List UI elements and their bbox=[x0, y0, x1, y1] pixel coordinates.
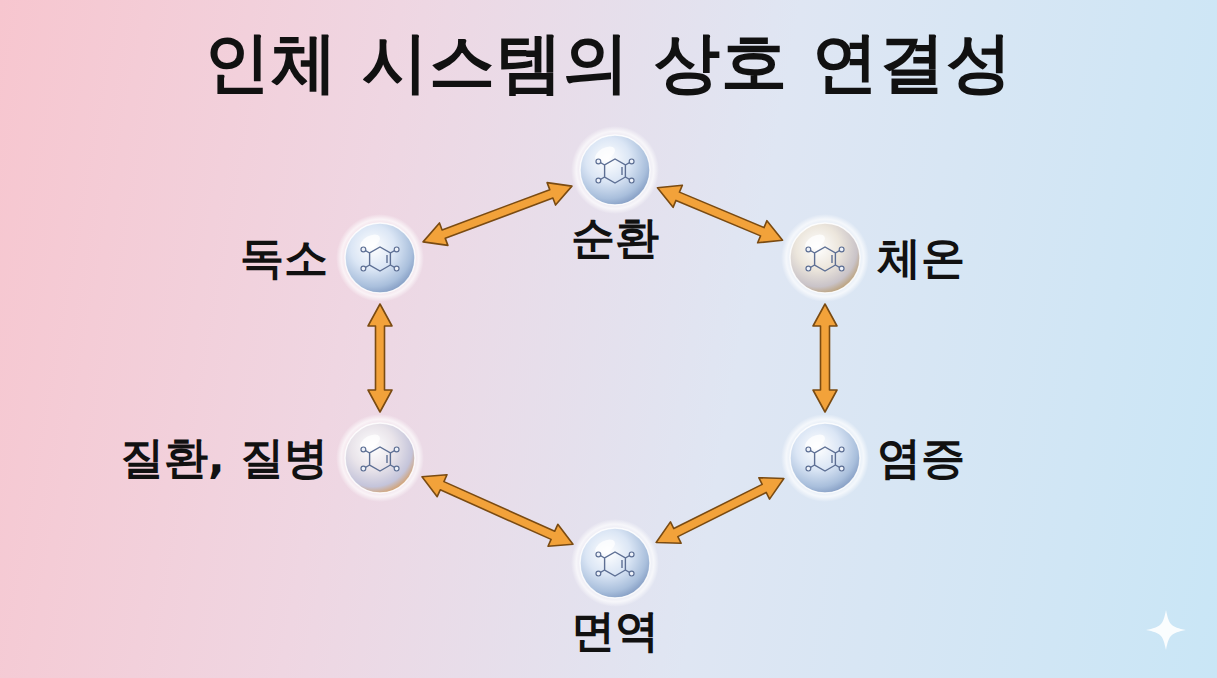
sphere-illustration bbox=[579, 134, 651, 206]
double-arrow bbox=[422, 475, 573, 546]
node-label: 질환, 질병 bbox=[120, 434, 328, 482]
node-label: 순환 bbox=[571, 214, 659, 262]
sphere-node: 염증 bbox=[789, 422, 861, 494]
sphere-node: 순환 bbox=[579, 134, 651, 206]
sphere-illustration bbox=[789, 422, 861, 494]
title-block: 인체 시스템의 상호 연결성 bbox=[0, 18, 1217, 108]
node-label: 염증 bbox=[877, 434, 965, 482]
diagram-title: 인체 시스템의 상호 연결성 bbox=[204, 18, 1013, 108]
node-label-wrap: 면역 bbox=[571, 607, 659, 655]
node-label: 면역 bbox=[571, 607, 659, 655]
node-label-wrap: 질환, 질병 bbox=[120, 434, 328, 482]
double-arrow bbox=[813, 304, 837, 412]
sphere-node: 질환, 질병 bbox=[344, 422, 416, 494]
sphere-node: 체온 bbox=[789, 222, 861, 294]
watermark-sparkle bbox=[1146, 610, 1186, 650]
node-label: 독소 bbox=[240, 234, 328, 282]
sphere-illustration bbox=[344, 222, 416, 294]
double-arrow bbox=[657, 185, 782, 243]
sphere-illustration bbox=[344, 422, 416, 494]
node-label-wrap: 체온 bbox=[877, 234, 965, 282]
double-arrow bbox=[656, 478, 784, 544]
node-label: 체온 bbox=[877, 234, 965, 282]
double-arrow bbox=[423, 183, 572, 246]
sphere-node: 면역 bbox=[579, 527, 651, 599]
sphere-illustration bbox=[789, 222, 861, 294]
node-label-wrap: 순환 bbox=[571, 214, 659, 262]
sphere-node: 독소 bbox=[344, 222, 416, 294]
double-arrow bbox=[368, 304, 392, 412]
node-label-wrap: 염증 bbox=[877, 434, 965, 482]
node-label-wrap: 독소 bbox=[240, 234, 328, 282]
sphere-illustration bbox=[579, 527, 651, 599]
